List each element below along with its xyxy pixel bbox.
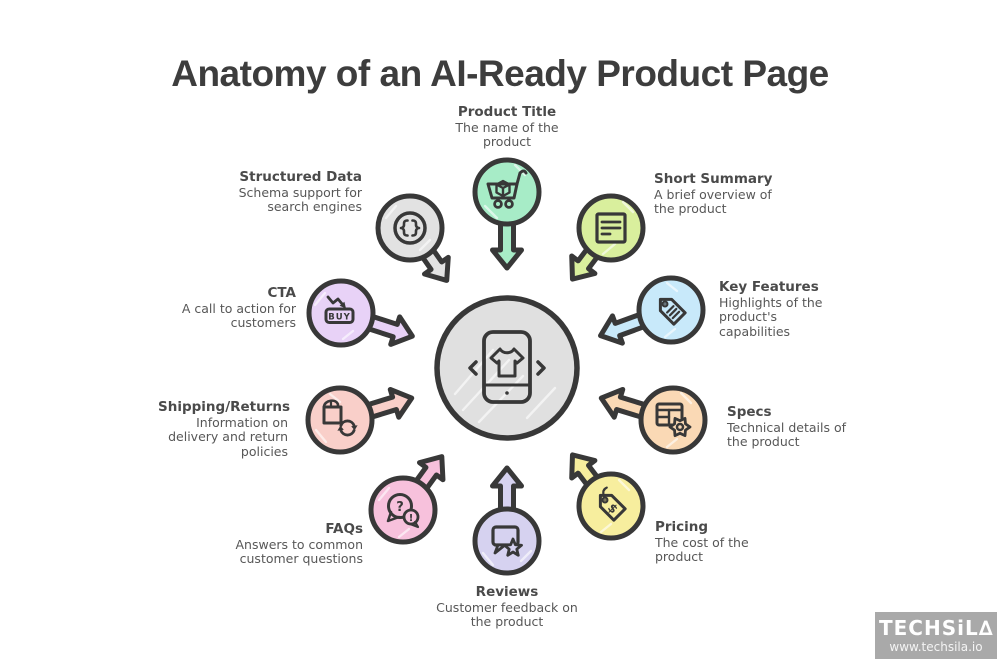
- cube-icon: [495, 179, 511, 198]
- node-key-features: [598, 275, 706, 346]
- hub-circle: [434, 295, 580, 441]
- node-cta: BUY: [306, 278, 415, 348]
- review-bubble-star-icon: [491, 525, 523, 557]
- feature-tag-icon: [658, 297, 687, 326]
- node-title: Key Features: [719, 279, 819, 295]
- node-desc: Schema support for search engines: [238, 185, 362, 215]
- node-title: Shipping/Returns: [158, 399, 291, 415]
- node-title: Specs: [727, 404, 772, 420]
- node-circle: [368, 475, 438, 545]
- node-specs: [598, 385, 708, 455]
- label-pricing: Pricing The cost of the product: [655, 519, 767, 565]
- label-reviews: Reviews Customer feedback on the product: [412, 584, 602, 630]
- question-mark: ?: [396, 500, 404, 515]
- node-desc: The cost of the product: [655, 535, 749, 565]
- node-desc: Highlights of the product's capabilities: [719, 295, 823, 339]
- node-desc: Technical details of the product: [727, 420, 847, 450]
- exclamation-mark: !: [409, 513, 414, 524]
- node-desc: A call to action for customers: [181, 301, 296, 331]
- brand-logo: TECHSiL∆ www.techsila.io: [875, 612, 997, 659]
- node-reviews: [472, 465, 542, 576]
- refresh-arrows-icon: [337, 419, 358, 437]
- node-title: Pricing: [655, 519, 709, 535]
- label-product-title: Product Title The name of the product: [417, 104, 597, 150]
- brand-website: www.techsila.io: [889, 640, 983, 654]
- document-icon: [595, 212, 627, 244]
- label-key-features: Key Features Highlights of the product's…: [719, 279, 831, 339]
- node-shipping-returns: [305, 385, 415, 455]
- spec-table-gear-icon: [655, 402, 692, 438]
- node-title: Product Title: [457, 104, 557, 120]
- node-desc: Answers to common customer questions: [235, 537, 364, 567]
- chevron-right-icon: [536, 360, 546, 376]
- node-circle: [375, 193, 445, 263]
- label-cta: CTA A call to action for customers: [166, 285, 296, 331]
- star-icon: [503, 537, 523, 557]
- node-faqs: ? !: [368, 454, 446, 545]
- label-structured-data: Structured Data Schema support for searc…: [212, 169, 362, 215]
- node-circle: [472, 157, 542, 227]
- node-circle: [576, 471, 646, 541]
- label-short-summary: Short Summary A brief overview of the pr…: [654, 171, 782, 217]
- page-title: Anatomy of an AI-Ready Product Page: [171, 52, 829, 94]
- gear-icon: [668, 416, 692, 438]
- node-product-title: [472, 157, 542, 271]
- question-answer-bubbles-icon: ? !: [386, 493, 420, 529]
- label-faqs: FAQs Answers to common customer question…: [223, 521, 364, 567]
- node-structured-data: [375, 193, 451, 283]
- tshirt-icon: [489, 347, 525, 378]
- buy-button-icon: BUY: [324, 295, 355, 324]
- node-desc: Information on delivery and return polic…: [168, 415, 288, 459]
- node-circle: [472, 506, 542, 576]
- node-title: Short Summary: [654, 171, 773, 187]
- center-hub: [434, 295, 580, 441]
- node-pricing: $: [569, 452, 646, 541]
- node-title: Reviews: [475, 584, 539, 600]
- label-specs: Specs Technical details of the product: [727, 404, 855, 450]
- node-desc: Customer feedback on the product: [436, 600, 578, 630]
- node-short-summary: [569, 193, 646, 282]
- node-desc: The name of the product: [455, 120, 559, 150]
- node-circle: [306, 278, 376, 348]
- chevron-left-icon: [468, 360, 478, 376]
- shopping-cart-icon: [486, 169, 528, 209]
- code-braces-icon: [393, 211, 427, 245]
- brand-name: TECHSiL∆: [879, 616, 994, 640]
- node-desc: A brief overview of the product: [654, 187, 772, 217]
- node-title: CTA: [267, 285, 296, 301]
- box-returns-icon: [322, 399, 358, 437]
- buy-label: BUY: [328, 313, 351, 323]
- label-shipping-returns: Shipping/Returns Information on delivery…: [158, 399, 291, 459]
- node-title: Structured Data: [239, 169, 362, 185]
- cursor-zigzag-icon: [326, 295, 345, 307]
- node-title: FAQs: [325, 521, 363, 537]
- smartphone-product-icon: [468, 330, 546, 404]
